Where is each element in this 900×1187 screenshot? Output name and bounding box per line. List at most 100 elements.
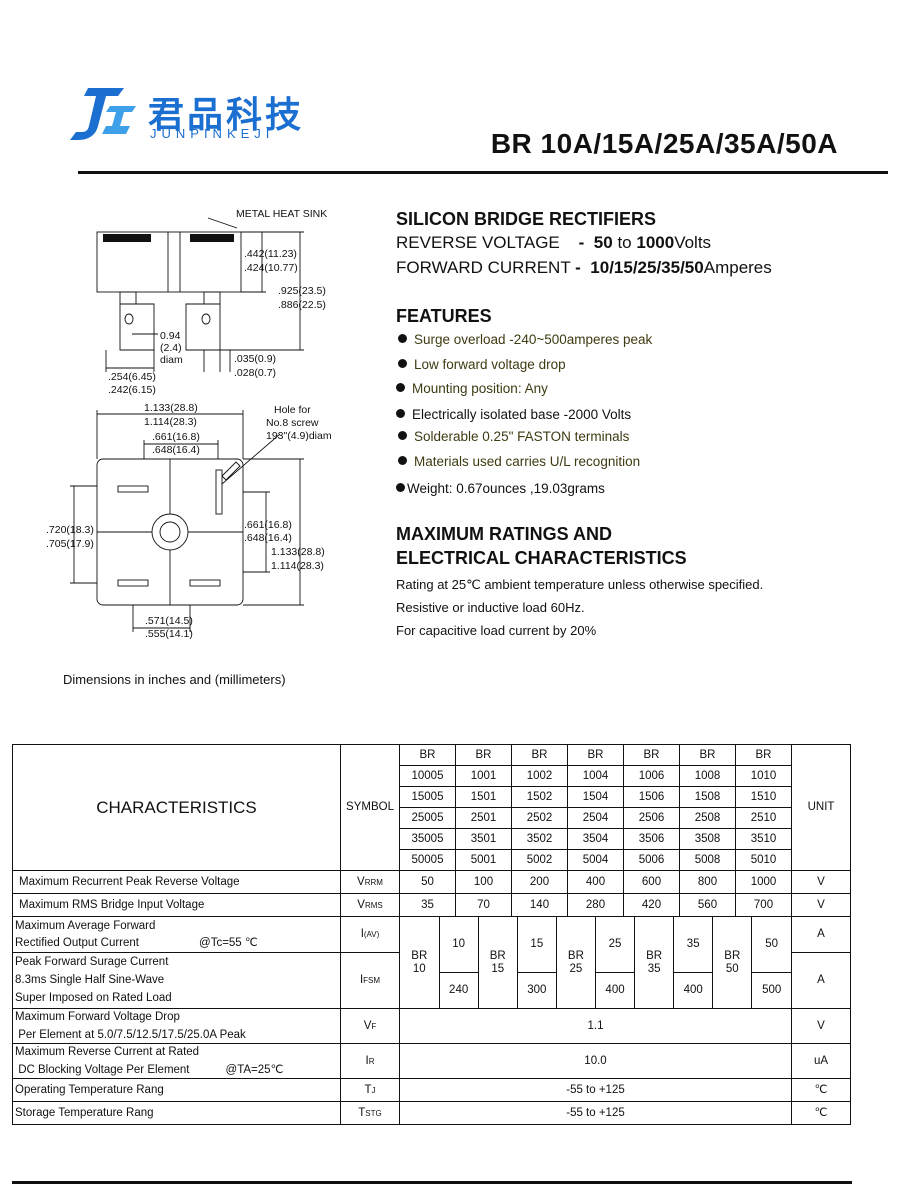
iav-symbol: I(AV) xyxy=(340,916,400,953)
dim-terminal-thickness-min: .028(0.7) xyxy=(234,367,276,379)
feature-item: Low forward voltage drop xyxy=(398,357,566,372)
part-number: 3508 xyxy=(679,828,736,850)
iav-label-line-2: Rectified Output Current@Tc=55 ℃ xyxy=(15,936,258,949)
tj-symbol: TJ xyxy=(340,1078,400,1102)
dim-hole-diam: diam xyxy=(160,354,183,366)
iav-unit: A xyxy=(791,916,851,953)
dim-top-width-min: 1.114(28.3) xyxy=(144,416,197,428)
vrrm-row: Maximum Recurrent Peak Reverse Voltage V… xyxy=(12,870,851,894)
part-number: 1006 xyxy=(623,765,680,787)
ifsm-value: 400 xyxy=(595,972,636,1008)
part-number: 2501 xyxy=(455,807,512,829)
tstg-value: -55 to +125 xyxy=(399,1101,792,1125)
ifsm-label: Peak Forward Surage Current 8.3ms Single… xyxy=(12,951,341,1010)
dim-right-inner-max: .661(16.8) xyxy=(244,519,292,531)
iav-row: Maximum Average Forward Rectified Output… xyxy=(12,916,851,1009)
iav-value: 35 xyxy=(673,917,714,973)
part-number: 15005 xyxy=(399,786,456,808)
dim-hole-value: 0.94 xyxy=(160,330,181,342)
dimensions-note: Dimensions in inches and (millimeters) xyxy=(63,672,286,687)
tstg-row: Storage Temperature Rang TSTG -55 to +12… xyxy=(12,1101,851,1125)
symbol-header: SYMBOL xyxy=(340,744,400,871)
part-number: 5002 xyxy=(511,849,568,871)
tj-label: Operating Temperature Rang xyxy=(12,1078,341,1102)
dim-top-width-max: 1.133(28.8) xyxy=(144,402,198,414)
part-number: 5004 xyxy=(567,849,624,871)
ifsm-label-line-1: Peak Forward Surage Current xyxy=(15,956,169,969)
part-number: 2502 xyxy=(511,807,568,829)
part-number: 3502 xyxy=(511,828,568,850)
vrrm-label: Maximum Recurrent Peak Reverse Voltage xyxy=(12,870,341,894)
dim-top-inner-min: .648(16.4) xyxy=(152,444,200,456)
vrms-symbol: VRMS xyxy=(340,893,400,917)
part-number: 10005 xyxy=(399,765,456,787)
features-heading: FEATURES xyxy=(396,306,492,326)
vf-label-line-2: Per Element at 5.0/7.5/12.5/17.5/25.0A P… xyxy=(15,1028,246,1041)
vrms-unit: V xyxy=(791,893,851,917)
vrrm-value: 100 xyxy=(455,870,512,894)
iav-value: 15 xyxy=(517,917,557,973)
part-number-row: 10005 1001 1002 1004 1006 1008 1010 xyxy=(13,765,851,787)
part-number: 2508 xyxy=(679,807,736,829)
feature-item: Materials used carries U/L recognition xyxy=(398,454,640,469)
vrms-value: 700 xyxy=(735,893,792,917)
ratings-note-capacitive: For capacitive load current by 20% xyxy=(396,623,597,638)
part-number: 5001 xyxy=(455,849,512,871)
part-number: 3506 xyxy=(623,828,680,850)
forward-current-values: 10/15/25/35/50 xyxy=(590,258,704,277)
part-number: 2506 xyxy=(623,807,680,829)
br-prefix: BR xyxy=(623,744,680,766)
vrrm-symbol: VRRM xyxy=(340,870,400,894)
part-number: 5006 xyxy=(623,849,680,871)
vrrm-value: 800 xyxy=(679,870,736,894)
vrms-value: 70 xyxy=(455,893,512,917)
dim-terminal-width-min: .242(6.15) xyxy=(108,384,156,396)
hole-label-3: 193"(4.9)diam xyxy=(266,430,332,442)
part-number: 35005 xyxy=(399,828,456,850)
vrms-row: Maximum RMS Bridge Input Voltage VRMS 35… xyxy=(12,893,851,917)
part-number: 1008 xyxy=(679,765,736,787)
ratings-note-load: Resistive or inductive load 60Hz. xyxy=(396,600,585,615)
heat-sink-label: METAL HEAT SINK xyxy=(236,208,327,220)
dim-top-inner-max: .661(16.8) xyxy=(152,431,200,443)
part-number-row: 35005 3501 3502 3504 3506 3508 3510 xyxy=(13,828,851,850)
part-number: 3501 xyxy=(455,828,512,850)
forward-current-unit: Amperes xyxy=(703,258,772,277)
ir-symbol: IR xyxy=(340,1043,400,1079)
part-number: 1001 xyxy=(455,765,512,787)
dim-right-height-max: 1.133(28.8) xyxy=(271,546,325,558)
part-number: 2510 xyxy=(735,807,792,829)
part-number-row: 15005 1501 1502 1504 1506 1508 1510 xyxy=(13,786,851,808)
br-prefix: BR xyxy=(567,744,624,766)
dim-terminal-width-max: .254(6.45) xyxy=(108,371,156,383)
dim-bottom-min: .555(14.1) xyxy=(145,628,193,640)
vrms-value: 420 xyxy=(623,893,680,917)
part-number: 5010 xyxy=(735,849,792,871)
dim-right-height-min: 1.114(28.3) xyxy=(271,560,324,572)
iav-value: 50 xyxy=(751,917,791,973)
vrms-value: 560 xyxy=(679,893,736,917)
tstg-unit: ℃ xyxy=(791,1101,851,1125)
part-number: 3510 xyxy=(735,828,792,850)
iav-label-line-1: Maximum Average Forward xyxy=(15,919,156,932)
ifsm-value: 500 xyxy=(762,984,782,997)
part-number-row: 50005 5001 5002 5004 5006 5008 5010 xyxy=(13,849,851,871)
vf-label: Maximum Forward Voltage Drop Per Element… xyxy=(12,1008,341,1044)
vrms-value: 35 xyxy=(399,893,456,917)
br-prefix: BR xyxy=(455,744,512,766)
ir-row: Maximum Reverse Current at Rated DC Bloc… xyxy=(12,1043,851,1079)
header-rule xyxy=(78,171,888,174)
vrrm-unit: V xyxy=(791,870,851,894)
vrrm-value: 600 xyxy=(623,870,680,894)
feature-item: Electrically isolated base -2000 Volts xyxy=(396,407,631,422)
reverse-voltage-unit: Volts xyxy=(674,233,712,252)
package-outline-drawing: METAL HEAT SINK .442(11.23) .424(10.77) … xyxy=(46,208,332,640)
ir-label-line-1: Maximum Reverse Current at Rated xyxy=(15,1046,200,1059)
reverse-voltage-dash: - xyxy=(578,233,585,252)
ifsm-value: 400 xyxy=(673,972,714,1008)
vrrm-value: 1000 xyxy=(735,870,792,894)
